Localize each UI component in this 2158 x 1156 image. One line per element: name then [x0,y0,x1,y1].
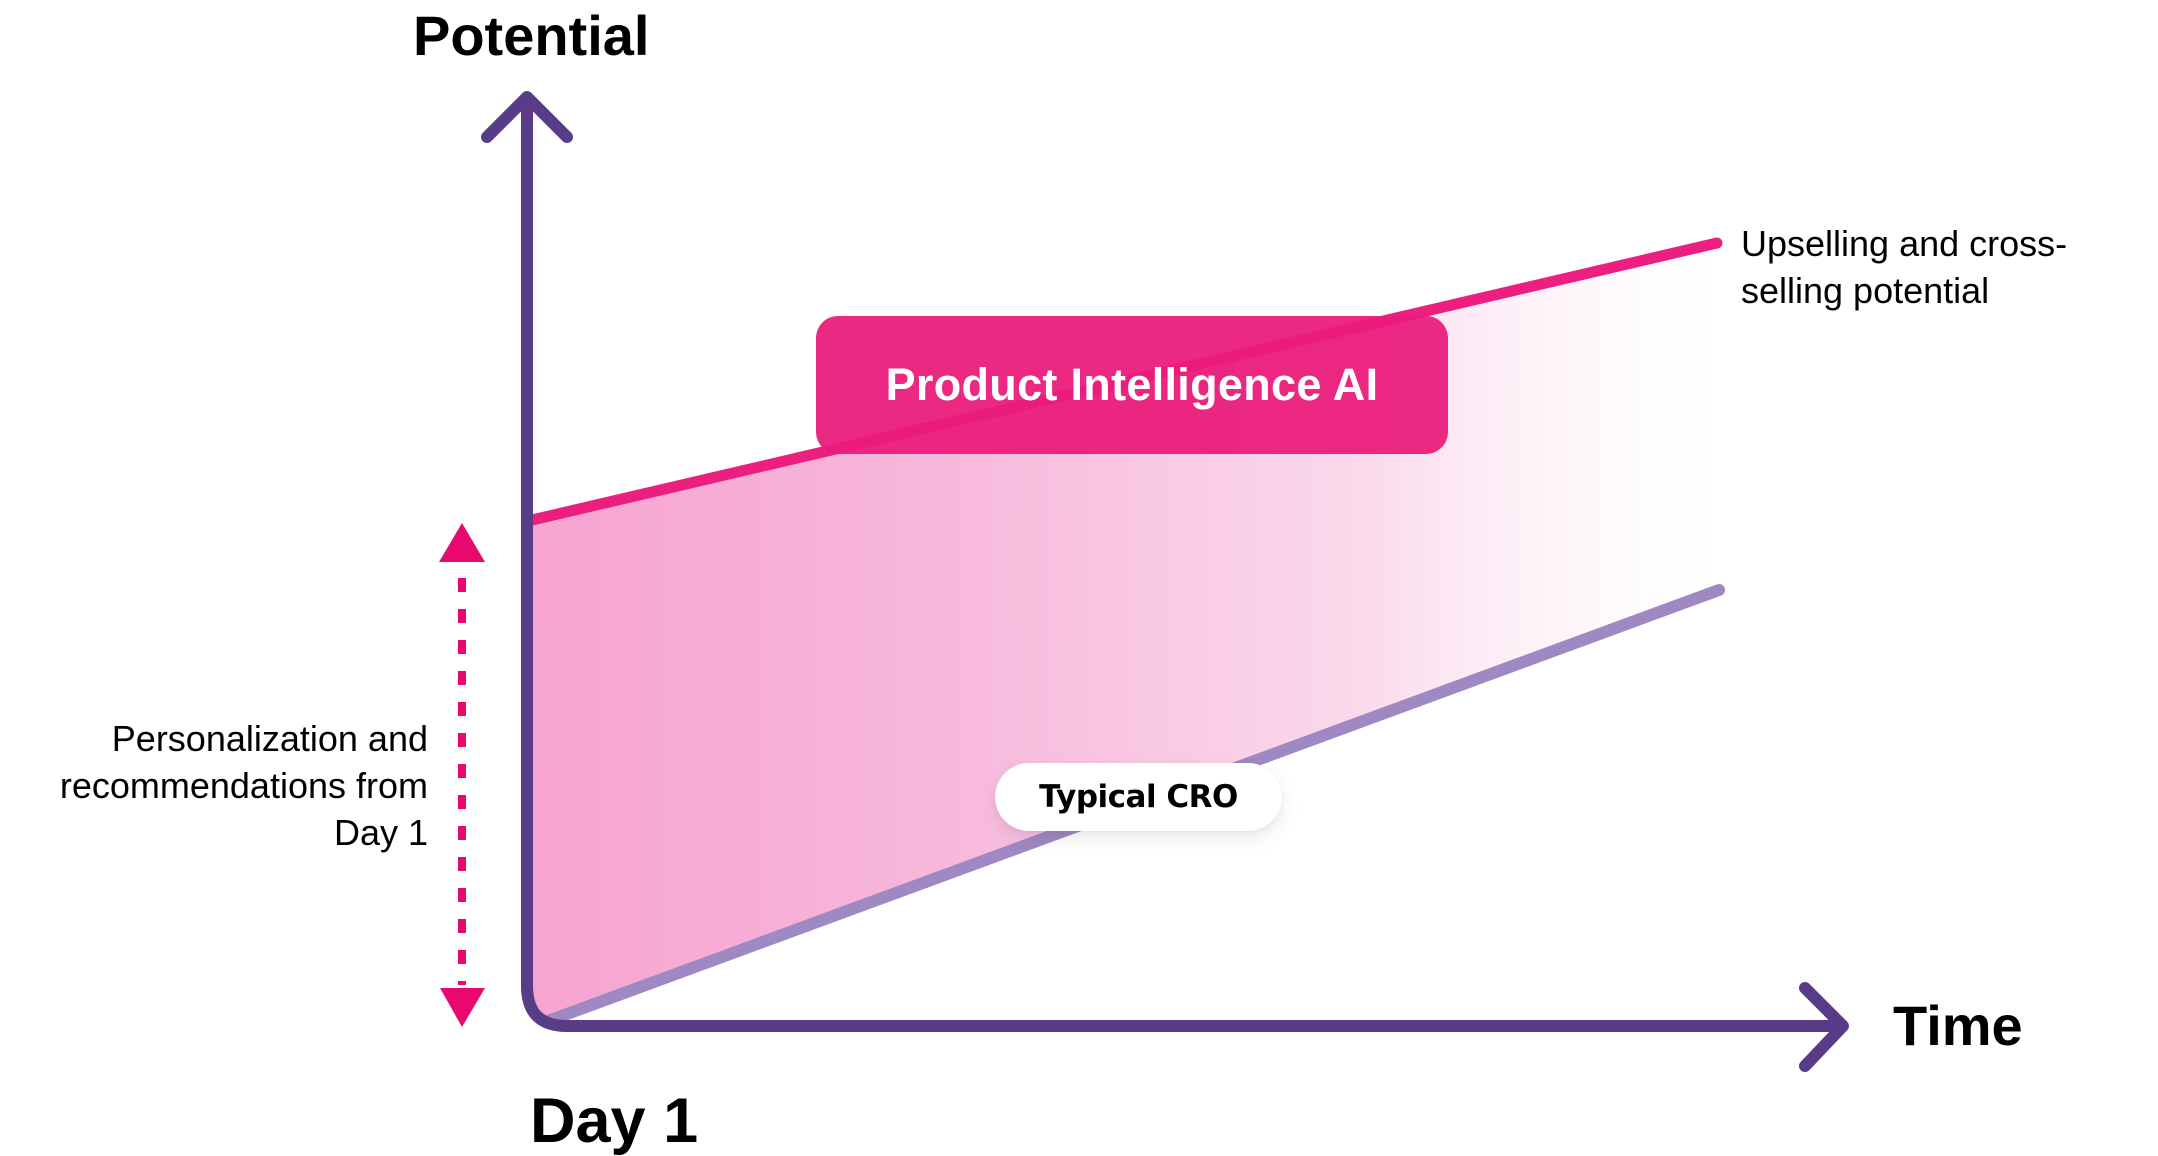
typical-cro-badge: Typical CRO [995,763,1282,831]
typical-cro-label: Typical CRO [1039,779,1238,815]
upselling-note: Upselling and cross- selling potential [1741,220,2067,314]
product-intelligence-ai-badge: Product Intelligence AI [816,316,1448,454]
triangle-up-icon [439,523,485,562]
personalization-note-line-3: Day 1 [333,812,428,853]
personalization-note-line-1: Personalization and [111,718,428,759]
x-axis-title: Time [1893,994,2023,1057]
origin-label: Day 1 [530,1086,699,1156]
y-axis-title: Potential [413,4,650,67]
axes [521,94,1846,1032]
product-intelligence-ai-label: Product Intelligence AI [885,359,1379,410]
upselling-note-line-2: selling potential [1741,270,1990,311]
triangle-down-icon [440,988,485,1027]
upselling-note-line-1: Upselling and cross- [1741,223,2068,264]
personalization-note: Personalization and recommendations from… [60,715,428,856]
arrow-up-icon [481,91,573,143]
personalization-note-line-2: recommendations from [59,765,428,806]
arrow-right-icon [1799,982,1849,1072]
